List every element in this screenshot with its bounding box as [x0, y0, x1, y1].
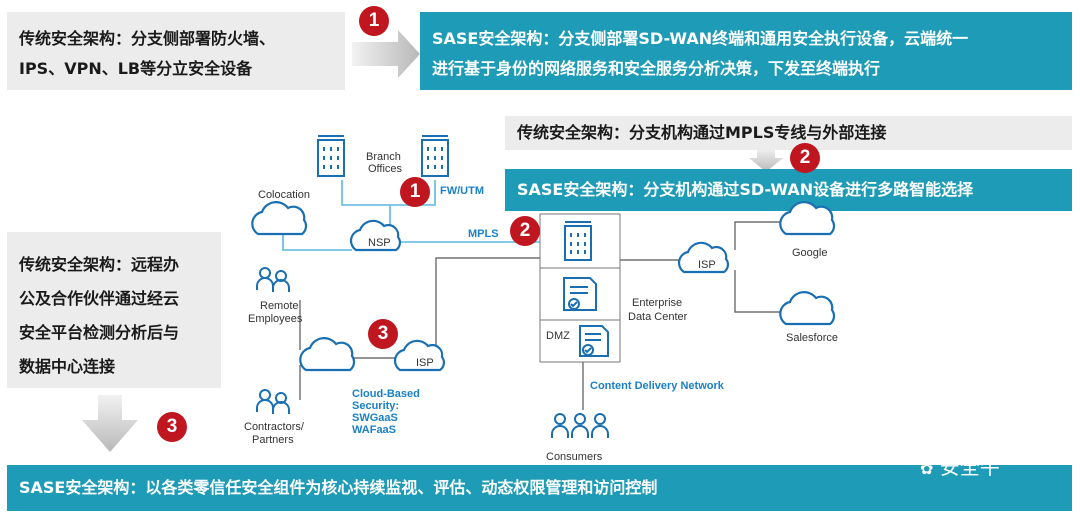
enterprise-dc-box — [539, 213, 621, 321]
sase-zero-trust-text: SASE安全架构：以各类零信任安全组件为核心持续监视、评估、动态权限管理和访问控… — [19, 478, 658, 497]
clouds — [251, 201, 836, 372]
remote-employees-icon — [256, 267, 290, 292]
isp-right-label: ISP — [698, 259, 716, 271]
traditional-mpls-box: 传统安全架构：分支机构通过MPLS专线与外部连接 — [505, 116, 1072, 150]
security-doc-icon — [563, 277, 597, 311]
nsp-cloud-icon — [349, 219, 401, 252]
branch-offices-label-2: Offices — [368, 163, 403, 175]
traditional-remote-line-4: 数据中心连接 — [19, 357, 116, 376]
dmz-label: DMZ — [546, 330, 570, 342]
sase-zero-trust-box: SASE安全架构：以各类零信任安全组件为核心持续监视、评估、动态权限管理和访问控… — [7, 465, 1072, 511]
google-cloud-icon — [779, 201, 836, 236]
traditional-remote-box: 传统安全架构：远程办 公及合作伙伴通过经云 安全平台检测分析后与 数据中心连接 — [7, 232, 221, 388]
badge-3-left: 3 — [157, 412, 187, 442]
branch-building-icon-1 — [317, 135, 345, 177]
isp-left-label: ISP — [416, 357, 434, 369]
branch-offices-label-1: Branch — [366, 151, 401, 163]
traditional-branch-line-1: 传统安全架构：分支侧部署防火墙、 — [19, 29, 276, 48]
contractors-label-2: Partners — [252, 434, 294, 446]
isp-cloud-right-icon — [677, 241, 729, 274]
badge-2-diagram: 2 — [510, 216, 540, 246]
contractors-icon — [256, 389, 290, 414]
colocation-label: Colocation — [258, 189, 310, 201]
wechat-icon: ✿ — [920, 459, 934, 478]
consumers-icon — [551, 413, 609, 438]
cloud-security-label-4: WAFaaS — [352, 424, 396, 436]
traditional-remote-line-1: 传统安全架构：远程办 — [19, 255, 180, 274]
enterprise-dc-label-1: Enterprise — [632, 297, 682, 309]
colocation-cloud-icon — [251, 201, 308, 236]
badge-3-diagram: 3 — [368, 319, 398, 349]
cloud-security-cloud-icon — [299, 337, 356, 372]
dmz-doc-icon — [579, 325, 609, 357]
google-label: Google — [792, 247, 827, 259]
traditional-remote-line-3: 安全平台检测分析后与 — [19, 323, 180, 342]
badge-2-top: 2 — [790, 143, 820, 173]
watermark-text: 安全牛 — [939, 455, 1000, 479]
branch-building-icon-2 — [421, 135, 449, 177]
salesforce-cloud-icon — [779, 291, 836, 326]
traditional-remote-line-2: 公及合作伙伴通过经云 — [19, 289, 180, 308]
watermark: ✿ 安全牛 — [920, 451, 1000, 480]
sase-sdwan-text: SASE安全架构：分支机构通过SD-WAN设备进行多路智能选择 — [517, 180, 974, 199]
nsp-label: NSP — [368, 237, 391, 249]
enterprise-dc-label-2: Data Center — [628, 311, 688, 323]
salesforce-label: Salesforce — [786, 332, 838, 344]
cloud-security-label-3: SWGaaS — [352, 412, 398, 424]
sase-branch-box: SASE安全架构：分支侧部署SD-WAN终端和通用安全执行设备，云端统一 进行基… — [420, 12, 1072, 90]
mpls-label: MPLS — [468, 228, 499, 240]
sase-branch-line-1: SASE安全架构：分支侧部署SD-WAN终端和通用安全执行设备，云端统一 — [432, 29, 969, 48]
traditional-branch-line-2: IPS、VPN、LB等分立安全设备 — [19, 59, 253, 78]
fw-utm-label: FW/UTM — [440, 185, 484, 197]
sase-branch-line-2: 进行基于身份的网络服务和安全服务分析决策，下发至终端执行 — [432, 59, 881, 78]
remote-employees-label-1: Remote — [260, 300, 299, 312]
badge-1-top: 1 — [359, 6, 389, 36]
datacenter-building-icon — [564, 221, 592, 261]
sase-sdwan-box: SASE安全架构：分支机构通过SD-WAN设备进行多路智能选择 — [505, 169, 1072, 211]
network-gray-lines — [299, 221, 780, 410]
traditional-branch-box: 传统安全架构：分支侧部署防火墙、 IPS、VPN、LB等分立安全设备 — [7, 12, 345, 90]
remote-employees-label-2: Employees — [248, 313, 303, 325]
cloud-security-label-1: Cloud-Based — [352, 388, 420, 400]
badge-1-diagram: 1 — [400, 177, 430, 207]
consumers-label: Consumers — [546, 451, 603, 463]
traditional-mpls-text: 传统安全架构：分支机构通过MPLS专线与外部连接 — [517, 123, 887, 142]
isp-cloud-left-icon — [393, 339, 445, 372]
contractors-label-1: Contractors/ — [244, 421, 305, 433]
cloud-security-label-2: Security: — [352, 400, 399, 412]
cdn-label: Content Delivery Network — [590, 380, 725, 392]
